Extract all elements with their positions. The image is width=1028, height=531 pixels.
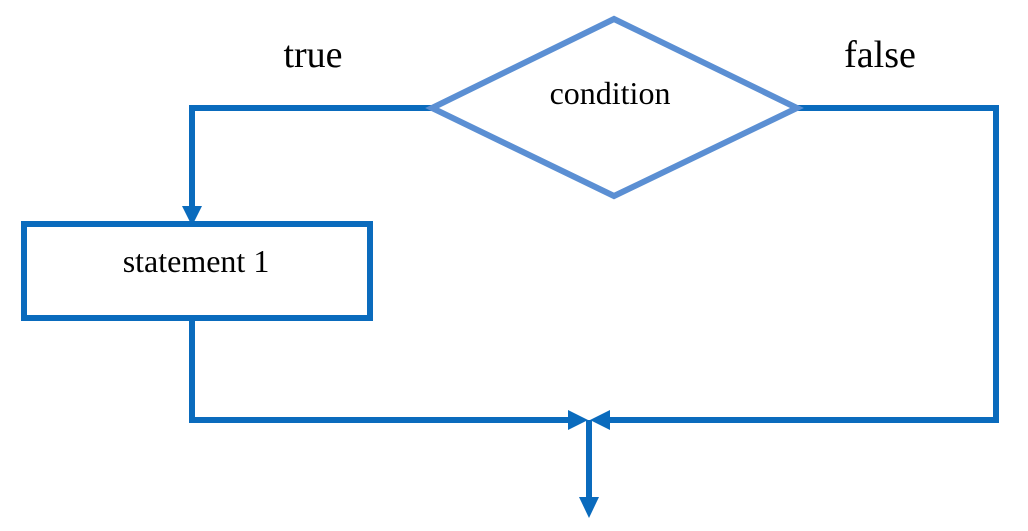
false-branch-arrowhead: [590, 410, 610, 430]
output-arrowhead: [579, 497, 599, 518]
statement-label: statement 1: [123, 243, 270, 279]
statement-exit-connector: [189, 318, 570, 423]
statement-exit-arrowhead: [568, 410, 588, 430]
false-branch-connector: [608, 105, 999, 423]
false-branch-label: false: [844, 34, 916, 76]
true-branch-label: true: [283, 34, 342, 76]
condition-diamond: [425, 15, 804, 200]
true-branch-connector: [189, 105, 432, 208]
true-branch-arrowhead: [182, 206, 202, 226]
statement-box: [21, 221, 373, 321]
condition-label: condition: [550, 75, 671, 111]
